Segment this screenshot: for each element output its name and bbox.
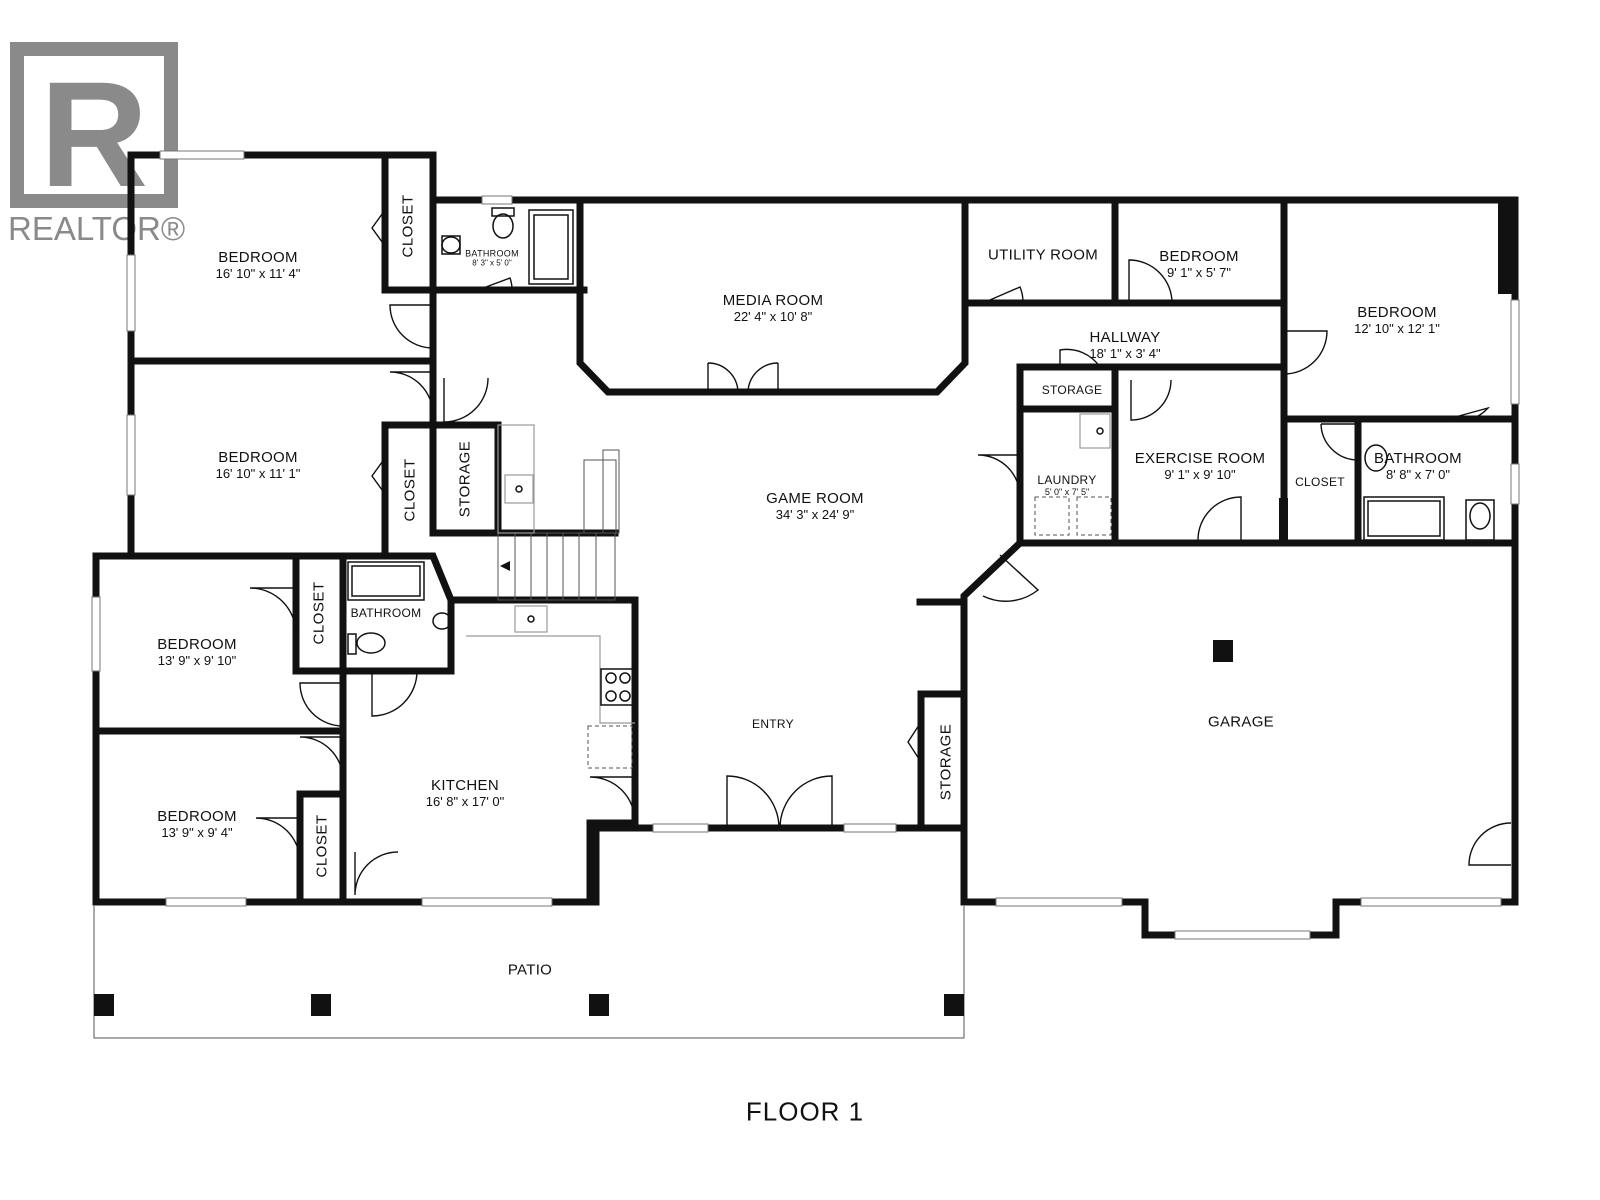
room-name: HALLWAY — [1089, 329, 1161, 346]
room-game-room: GAME ROOM 34' 3" x 24' 9" — [766, 490, 864, 522]
room-bedroom-w3: BEDROOM 13' 9" x 9' 10" — [157, 636, 237, 668]
room-dimensions: 16' 10" x 11' 4" — [215, 266, 301, 281]
room-dimensions: 8' 3" x 5' 0" — [472, 258, 512, 268]
room-entry: ENTRY — [752, 717, 794, 731]
room-utility-room: UTILITY ROOM — [988, 247, 1098, 264]
room-dimensions: 5' 0" x 7' 5" — [1044, 487, 1090, 497]
room-closet-e: CLOSET — [1295, 475, 1345, 489]
room-bathroom-w: BATHROOM — [351, 606, 422, 620]
room-dimensions: 9' 1" x 5' 7" — [1166, 265, 1232, 280]
room-storage-w: STORAGE — [456, 440, 474, 518]
room-name: EXERCISE ROOM — [1134, 450, 1266, 467]
fixtures — [347, 207, 1495, 769]
room-dimensions: 13' 9" x 9' 10" — [157, 653, 237, 668]
room-dimensions: 16' 10" x 11' 1" — [215, 466, 301, 481]
room-bedroom-sw: BEDROOM 13' 9" x 9' 4" — [157, 808, 237, 840]
room-bedroom-ne-small: BEDROOM 9' 1" x 5' 7" — [1159, 248, 1239, 280]
windows — [91, 150, 1520, 940]
room-dimensions: 9' 1" x 9' 10" — [1164, 467, 1236, 482]
room-name: KITCHEN — [431, 777, 499, 794]
room-closet-w2: CLOSET — [401, 458, 419, 522]
room-name: CLOSET — [1295, 475, 1345, 489]
room-bathroom-e: BATHROOM 8' 8" x 7' 0" — [1374, 450, 1462, 482]
room-bedroom-nw: BEDROOM 16' 10" x 11' 4" — [216, 249, 301, 281]
room-name: STORAGE — [1041, 383, 1103, 397]
room-name: MEDIA ROOM — [722, 292, 824, 309]
patio-outline — [93, 906, 965, 1039]
floor-label: FLOOR 1 — [745, 1096, 865, 1127]
room-laundry: LAUNDRY 5' 0" x 7' 5" — [1037, 473, 1096, 497]
room-closet-nw: CLOSET — [399, 194, 417, 258]
room-bathroom-n: BATHROOM 8' 3" x 5' 0" — [465, 249, 519, 268]
room-dimensions: 22' 4" x 10' 8" — [733, 309, 813, 324]
room-garage: GARAGE — [1208, 714, 1274, 731]
room-media-room: MEDIA ROOM 22' 4" x 10' 8" — [723, 292, 824, 324]
room-dimensions: 18' 1" x 3' 4" — [1089, 346, 1161, 361]
room-name: BEDROOM — [218, 449, 298, 466]
room-name: PATIO — [507, 961, 553, 979]
room-kitchen: KITCHEN 16' 8" x 17' 0" — [426, 777, 505, 809]
room-dimensions: 13' 9" x 9' 4" — [161, 825, 233, 840]
room-name: UTILITY ROOM — [988, 246, 1098, 264]
realtor-r-mark-icon: R — [10, 42, 178, 210]
room-closet-sw: CLOSET — [313, 814, 331, 878]
door-swings — [249, 209, 1512, 896]
room-name: BATHROOM — [350, 606, 422, 620]
room-bedroom-w2: BEDROOM 16' 10" x 11' 1" — [216, 449, 301, 481]
room-name: BEDROOM — [157, 808, 237, 825]
interior-walls — [92, 151, 1519, 906]
room-dimensions: 12' 10" x 12' 1" — [1354, 321, 1440, 336]
room-name: BEDROOM — [218, 249, 298, 266]
room-dimensions: 8' 8" x 7' 0" — [1385, 467, 1451, 482]
realtor-logo: R REALTOR® — [8, 40, 185, 247]
room-name: BATHROOM — [1374, 450, 1462, 467]
room-name: ENTRY — [752, 717, 794, 731]
stairs — [497, 424, 620, 601]
room-storage-entry: STORAGE — [937, 723, 955, 801]
room-patio: PATIO — [508, 962, 552, 979]
room-hallway: HALLWAY 18' 1" x 3' 4" — [1089, 329, 1160, 361]
room-storage-e: STORAGE — [1042, 383, 1103, 397]
room-name: BEDROOM — [1159, 248, 1239, 265]
room-name: GARAGE — [1208, 713, 1274, 731]
realtor-wordmark: REALTOR® — [8, 210, 185, 247]
room-closet-w3: CLOSET — [310, 581, 328, 645]
room-name: GAME ROOM — [766, 490, 864, 507]
room-dimensions: 16' 8" x 17' 0" — [425, 794, 505, 809]
room-bedroom-ne: BEDROOM 12' 10" x 12' 1" — [1354, 304, 1440, 336]
room-dimensions: 34' 3" x 24' 9" — [775, 507, 855, 522]
logo-wordmark-text: REALTOR® — [8, 210, 185, 247]
room-exercise-room: EXERCISE ROOM 9' 1" x 9' 10" — [1135, 450, 1266, 482]
room-name: BEDROOM — [1357, 304, 1437, 321]
room-name: LAUNDRY — [1037, 473, 1097, 487]
room-name: BEDROOM — [157, 636, 237, 653]
room-name: BATHROOM — [465, 248, 519, 259]
